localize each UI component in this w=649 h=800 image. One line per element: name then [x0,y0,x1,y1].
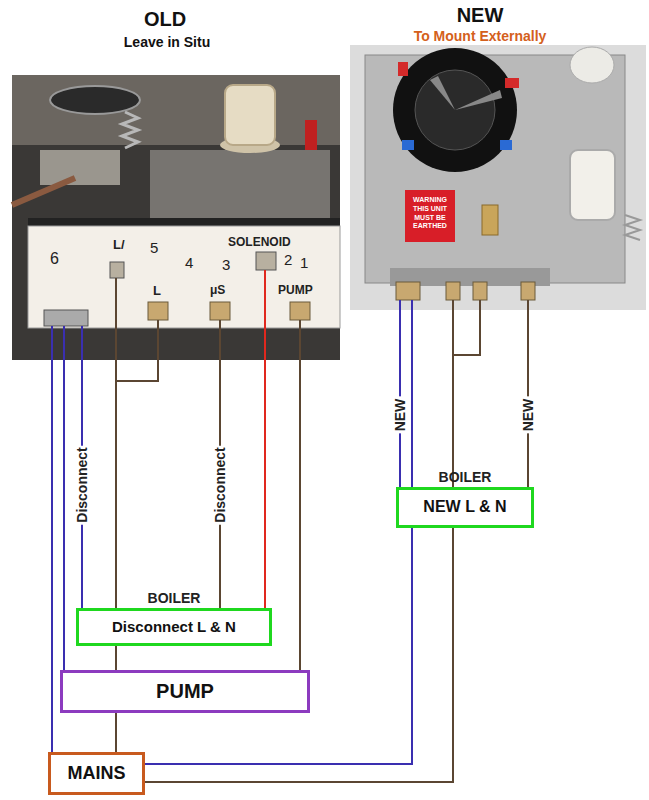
photo-part [505,78,519,88]
heading-text: BOILER [439,469,492,485]
photo-part [452,300,454,310]
photo-part [210,302,230,320]
photo-part [570,47,614,83]
mains-box: MAINS [48,752,145,795]
new-timer-photo [350,45,646,355]
terminal-name: L/ [113,238,125,252]
photo-part [430,76,455,110]
terminal-number: 4 [185,255,193,272]
photo-part [453,300,480,355]
photo-part [63,326,65,360]
wire-label: NEW [520,397,536,434]
photo-part [12,75,340,145]
photo-part [12,75,340,360]
photo-part [482,205,498,235]
photo-part [299,320,301,360]
heading-text: To Mount Externally [414,28,547,44]
photo-part [40,150,120,185]
boiler-box: BOILERNEW L & N [396,487,534,528]
photo-part [28,226,340,328]
wire-label: NEW [392,397,408,434]
photo-part [52,270,300,381]
old-timer: OLD Leave in Situ [12,8,342,360]
terminal-name: PUMP [278,284,313,297]
photo-part [219,320,221,360]
photo-part [225,85,275,145]
terminal-number: 6 [50,250,59,268]
terminal-number: 2 [284,252,292,269]
wire [63,360,65,670]
terminal-number: 5 [150,240,158,257]
photo-part [350,45,646,310]
photo-part [116,320,158,381]
photo-part [256,252,276,270]
wire-label: Disconnect [74,445,90,524]
box-text: NEW L & N [423,498,506,516]
photo-part [411,300,413,310]
photo-part [398,62,408,76]
photo-part [12,178,75,205]
photo-part [625,215,640,240]
wire [51,360,53,752]
terminal-name: L [153,284,161,298]
photo-part [400,300,528,355]
photo-part [115,278,117,360]
terminal-number: 1 [300,255,308,272]
photo-part [290,302,310,320]
photo-part [110,262,124,278]
photo-part [81,326,83,360]
photo-part [570,150,615,220]
photo-part [500,140,512,150]
photo-part [122,112,138,148]
photo-part [44,310,88,326]
photo-part [264,270,266,360]
photo-part [402,140,414,150]
photo-part [150,150,330,218]
wire [264,360,266,608]
heading-text: Leave in Situ [124,34,210,50]
photo-part [399,300,401,310]
photo-part [396,282,420,300]
warning-sticker: WARNING THIS UNIT MUST BE EARTHED [405,190,455,242]
photo-part [148,302,168,320]
box-text: PUMP [156,680,214,703]
photo-part [51,326,53,360]
photo-part [455,90,502,110]
heading-text: NEW [457,4,504,27]
terminal-number: 3 [222,257,230,274]
photo-part [50,86,140,114]
wire-label: Disconnect [212,445,228,524]
heading-text: OLD [144,8,186,31]
photo-part [446,282,460,300]
photo-part [473,282,487,300]
photo-part [521,282,535,300]
terminal-name: μS [210,284,225,297]
photo-part [527,300,529,310]
old-timer-photo [12,75,340,381]
heading-text: BOILER [148,590,201,606]
terminal-name: SOLENOID [228,236,291,249]
boiler-box: BOILERDisconnect L & N [76,608,272,646]
photo-part [393,48,517,172]
new-timer: NEWTo Mount Externally [350,4,646,310]
box-text: Disconnect L & N [112,618,236,635]
pump-box: PUMP [60,670,310,713]
photo-part [305,120,317,150]
wire [299,360,301,670]
box-text: MAINS [68,763,126,784]
